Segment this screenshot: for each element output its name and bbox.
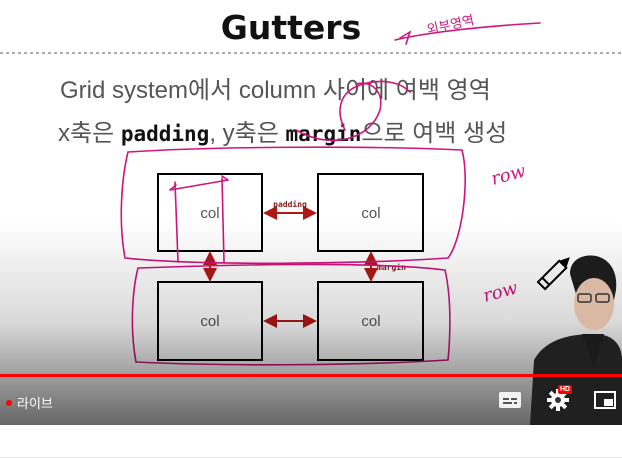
live-indicator[interactable]: 라이브	[6, 393, 53, 412]
subtitles-button[interactable]	[497, 387, 523, 413]
annotation-row-1: row	[489, 160, 529, 189]
line2-suffix: 으로 여백 생성	[361, 120, 508, 147]
line2-prefix: x축은	[58, 120, 121, 147]
hand-underline	[394, 22, 541, 41]
hd-badge: HD	[558, 385, 573, 394]
subtitles-icon	[499, 392, 521, 408]
player-controls: 라이브 HD	[0, 377, 622, 425]
col-label-3: col	[200, 313, 219, 330]
grid-diagram: col col col col padding margin 외부영역 row …	[0, 13, 622, 366]
hand-circle-margin	[295, 82, 382, 142]
miniplayer-icon	[594, 391, 616, 409]
live-progress-bar[interactable]	[0, 374, 622, 377]
settings-button[interactable]: HD	[545, 385, 573, 413]
slide-title: Gutters	[220, 8, 362, 47]
presenter-face	[574, 278, 614, 330]
code-margin: margin	[285, 122, 362, 146]
hand-arrow-note	[399, 30, 412, 45]
annotation-row-2: row	[481, 277, 521, 306]
slide-line-1: Grid system에서 column 사이에 여백 영역	[60, 77, 491, 104]
code-padding: padding	[120, 122, 210, 146]
padding-label: padding	[273, 199, 307, 209]
col-label-4: col	[361, 313, 380, 330]
live-dot-icon	[6, 399, 12, 406]
annotation-top-note: 외부영역	[426, 13, 476, 38]
col-label-2: col	[361, 205, 380, 222]
col-label-1: col	[200, 205, 219, 222]
miniplayer-button[interactable]	[592, 387, 618, 413]
line2-mid: , y축은	[209, 120, 286, 147]
live-label: 라이브	[17, 396, 53, 411]
below-player-area	[0, 425, 622, 458]
video-player[interactable]: Gutters Grid system에서 column 사이에 여백 영역 x…	[0, 0, 622, 425]
hand-circle-top	[339, 80, 411, 131]
slide-line-2: x축은 padding, y축은 margin으로 여백 생성	[58, 113, 507, 148]
